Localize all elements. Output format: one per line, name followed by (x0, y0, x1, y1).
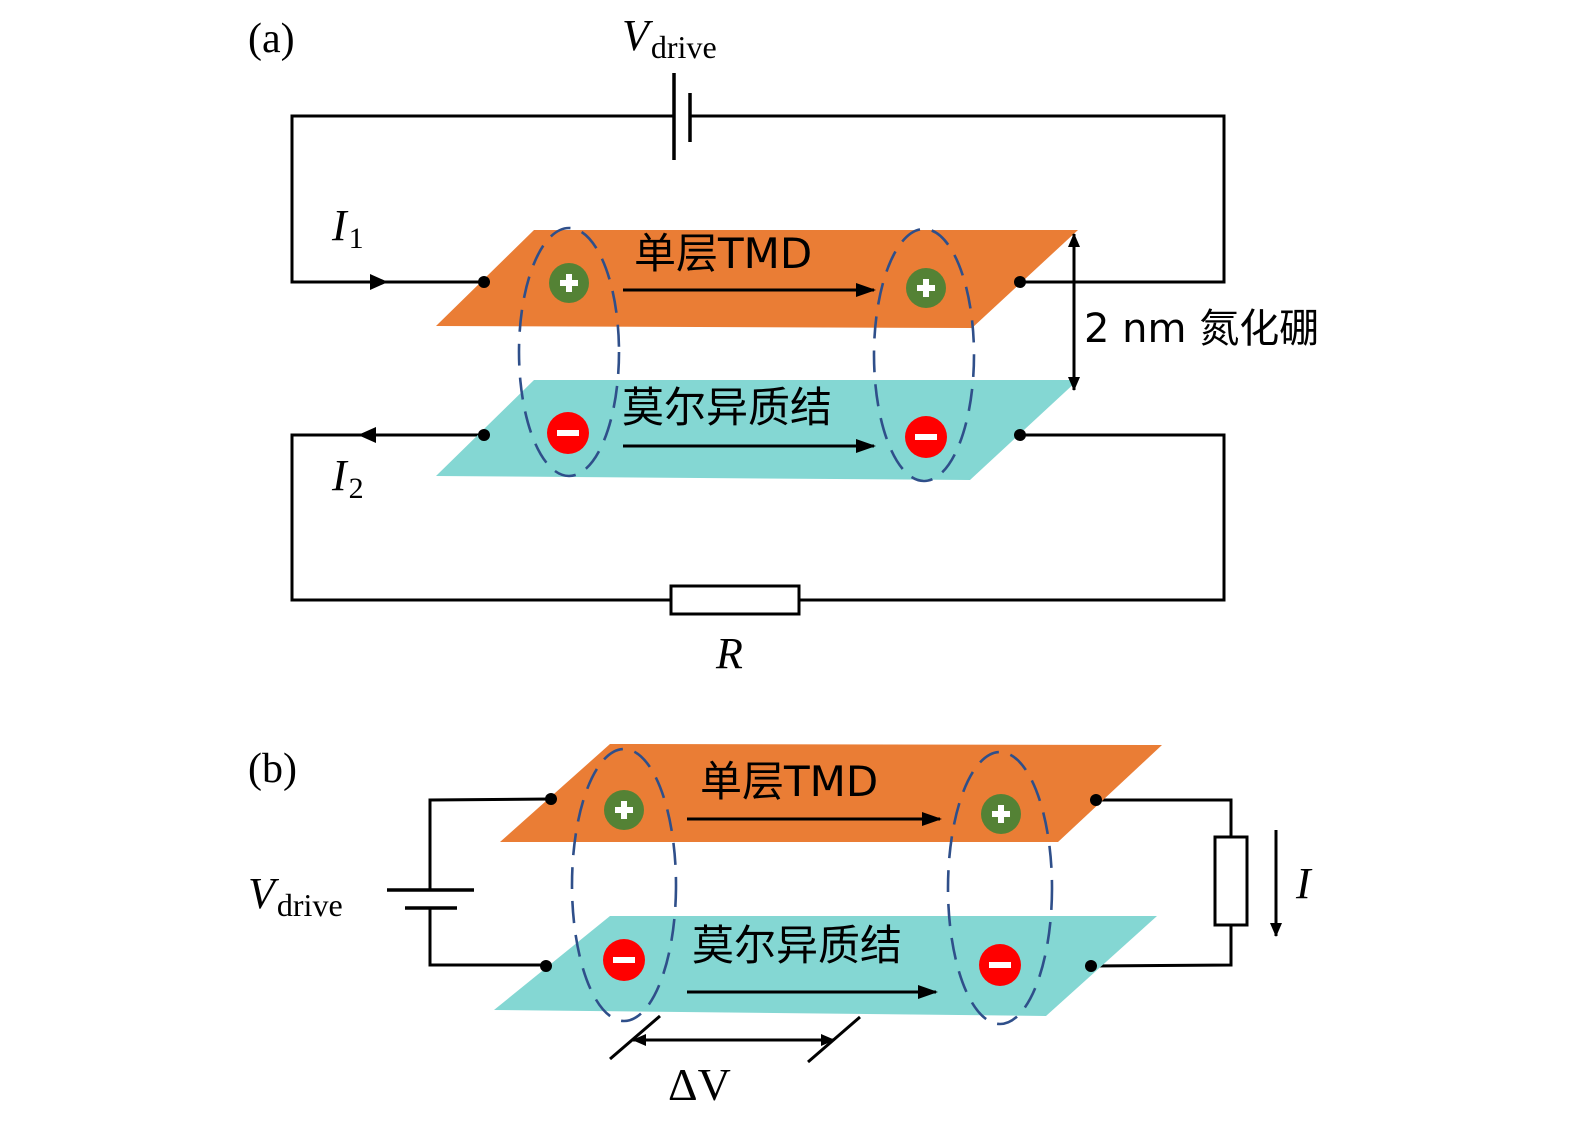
panel-b-label: (b) (248, 746, 297, 792)
exciton-ellipse-b-right (946, 750, 1054, 1026)
i1-label: I1 (331, 201, 364, 255)
contact-dot (1090, 794, 1102, 806)
exciton-ellipse-a-right (872, 227, 976, 483)
current-label-b: I (1295, 859, 1313, 908)
top-layer-label-a: 单层TMD (634, 229, 812, 278)
wire-bottom-right (799, 433, 1226, 602)
contact-dot (478, 429, 490, 441)
resistor-a (669, 584, 801, 616)
hole-charge-icon (549, 263, 589, 303)
hole-charge-icon (906, 268, 946, 308)
vdrive-label-a: Vdrive (622, 11, 717, 65)
i2-label: I2 (331, 451, 364, 505)
contact-dot (545, 793, 557, 805)
exciton-ellipse-b-left (570, 747, 678, 1023)
top-layer-label-b: 单层TMD (700, 757, 878, 806)
electron-charge-icon (603, 939, 645, 981)
panel-a-label: (a) (248, 16, 295, 62)
hole-charge-icon (604, 790, 644, 830)
wire-b-left-top (428, 797, 552, 890)
panel-b: (b) Vdrive I (248, 744, 1313, 1110)
contact-dot (540, 960, 552, 972)
wire-b-left-bottom (428, 908, 546, 967)
resistor-b (1213, 835, 1249, 927)
hole-charge-icon (981, 794, 1021, 834)
wire-b-right-bottom (1090, 925, 1233, 968)
contact-dot (1014, 276, 1026, 288)
wire-top-right (690, 114, 1226, 284)
wire-b-right-top (1096, 798, 1233, 838)
bottom-layer-label-b: 莫尔异质结 (692, 921, 902, 970)
bottom-layer-moire-b (494, 916, 1157, 1016)
electron-charge-icon (547, 412, 589, 454)
resistor-label-r: R (715, 629, 743, 678)
contact-dot (478, 276, 490, 288)
exciton-ellipse-a-left (517, 226, 621, 478)
electron-charge-icon (979, 944, 1021, 986)
panel-a: (a) Vdrive I1 I2 R (248, 11, 1319, 678)
contact-dot (1014, 429, 1026, 441)
spacer-label: 2 nm 氮化硼 (1084, 306, 1319, 352)
delta-v-tick-left (609, 1014, 661, 1061)
vdrive-label-b: Vdrive (248, 869, 343, 923)
current-arrow-i1 (370, 274, 388, 290)
current-arrow-i2 (358, 427, 376, 443)
electron-charge-icon (905, 416, 947, 458)
delta-v-label: ΔV (668, 1059, 731, 1110)
bottom-layer-label-a: 莫尔异质结 (622, 383, 832, 432)
wire-bottom-left (290, 433, 671, 602)
contact-dot (1085, 960, 1097, 972)
